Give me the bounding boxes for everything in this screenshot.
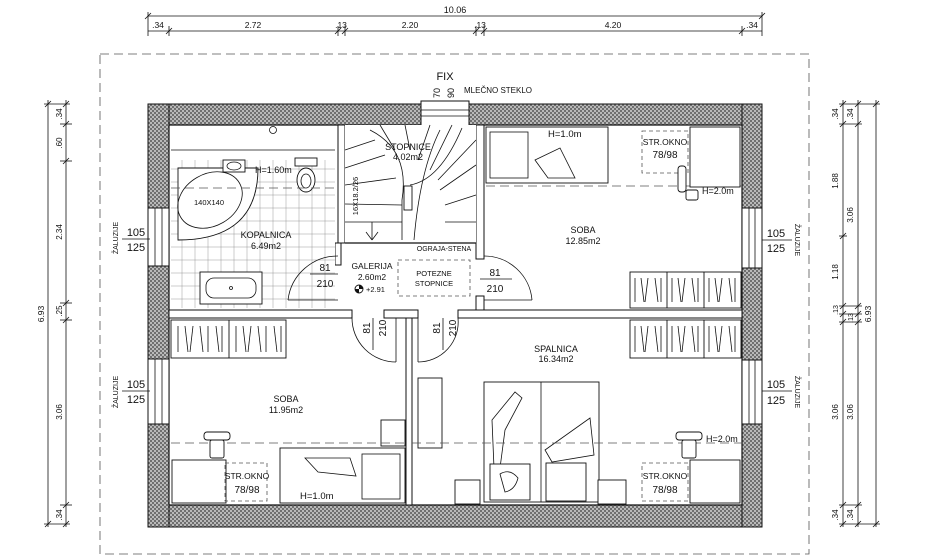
dim-left-seg: .34	[55, 108, 64, 120]
dim-right-total: 6.93	[863, 305, 873, 322]
bedroom-height: H=2.0m	[706, 434, 738, 444]
dim-right-seg: .34	[831, 509, 840, 521]
dim-right-seg: .34	[831, 108, 840, 120]
bathroom-name: KOPALNICA	[241, 230, 292, 240]
roof-window-bed: STR.OKNO	[643, 471, 688, 481]
gallery-name: GALERIJA	[351, 261, 392, 271]
dim-left-seg: 3.06	[55, 404, 64, 420]
dim-right-seg: 1.88	[831, 173, 840, 189]
bathroom-height: H=1.60m	[255, 165, 292, 175]
dim-right-mid: 3.06	[846, 207, 855, 223]
door-w: 81	[319, 263, 331, 274]
roof-window-ne-size: 78/98	[652, 150, 677, 161]
room-sw: SOBA 11.95m2 STR.OKNO 78/98 H=1.0m	[170, 319, 406, 504]
dim-right-seg: .34	[846, 108, 855, 120]
win-w: 105	[767, 228, 785, 240]
dim-left-seg: .25	[55, 305, 64, 317]
dim-right-seg: .13	[848, 313, 855, 323]
roof-outline	[99, 53, 810, 555]
dim-left-seg: .34	[55, 509, 64, 521]
gallery: GALERIJA 2.60m2 +2.91 POTEZNE STOPNICE	[351, 259, 471, 297]
dim-right-seg: .13	[833, 305, 840, 315]
side-windows: 105 125 ŽALUZIJE 105 125 ŽALUZIJE 105 12…	[111, 207, 802, 425]
tub-size: 140X140	[194, 198, 224, 207]
gallery-rail: OGRAJA-STENA	[417, 246, 472, 253]
ladder-line1: POTEZNE	[416, 269, 451, 278]
room-sw-height: H=1.0m	[300, 491, 334, 502]
fix-note: MLEČNO STEKLO	[464, 86, 532, 95]
roof-window-sw-size: 78/98	[234, 485, 259, 496]
dim-right-seg: 3.06	[831, 404, 840, 420]
win-h: 125	[767, 395, 785, 407]
door-h: 210	[487, 284, 504, 295]
doors: 81 210 81 210 81 210 81 210	[287, 255, 533, 363]
shutter-label: ŽALUZIJE	[111, 222, 120, 255]
dim-top-seg: .34	[152, 20, 164, 30]
shutter-label: ŽALUZIJE	[793, 376, 802, 409]
fix-width: 70	[432, 88, 442, 98]
dim-left-seg: 2.34	[55, 224, 64, 240]
door-w: 81	[362, 322, 373, 334]
dim-top-total: 10.06	[444, 5, 467, 15]
gallery-area: 2.60m2	[358, 272, 387, 282]
room-sw-name: SOBA	[273, 394, 298, 404]
ladder-line2: STOPNICE	[415, 279, 453, 288]
win-w: 105	[127, 379, 145, 391]
win-h: 125	[767, 243, 785, 255]
fix-window: FIX 70 90 MLEČNO STEKLO	[420, 71, 532, 127]
bedroom-area: 16.34m2	[538, 354, 573, 364]
dim-top-seg: .13	[335, 20, 347, 30]
fix-height: 90	[446, 88, 456, 98]
staircase: STOPNICE 4.02m2 16X18.2/26 OGRAJA-STENA	[344, 124, 477, 253]
stairs-area: 4.02m2	[393, 152, 423, 162]
room-ne-name: SOBA	[570, 225, 595, 235]
roof-window-sw: STR.OKNO	[225, 471, 270, 481]
stairs-name: STOPNICE	[385, 142, 431, 152]
roof-window-bed-size: 78/98	[652, 485, 677, 496]
door-h: 210	[448, 319, 459, 336]
room-ne-height: H=1.0m	[548, 129, 582, 140]
dim-top-seg: 4.20	[605, 20, 622, 30]
dim-top-seg: .13	[474, 20, 486, 30]
bedroom-name: SPALNICA	[534, 344, 578, 354]
room-ne-area: 12.85m2	[565, 236, 600, 246]
door-h: 210	[378, 319, 389, 336]
right-dimension: .34 1.88 1.18 .13 .13 3.06 .34 .34 .34 3…	[831, 100, 880, 528]
top-dimension: 10.06 .34 2.72 .13 2.20 .13 4.20 .34	[144, 5, 766, 36]
dim-left-seg: .60	[55, 137, 64, 149]
door-w: 81	[432, 322, 443, 334]
door-w: 81	[489, 268, 501, 279]
bathroom-area: 6.49m2	[251, 241, 281, 251]
door-h: 210	[317, 279, 334, 290]
room-ne: H=1.0m STR.OKNO 78/98 H=2.0m SOBA 12.85m…	[485, 126, 742, 309]
win-h: 125	[127, 394, 145, 406]
win-h: 125	[127, 242, 145, 254]
shutter-label: ŽALUZIJE	[793, 224, 802, 257]
roof-window-ne: STR.OKNO	[643, 137, 688, 147]
win-w: 105	[127, 227, 145, 239]
shutter-label: ŽALUZIJE	[111, 376, 120, 409]
win-w: 105	[767, 379, 785, 391]
dim-right-mid: 3.06	[846, 404, 855, 420]
left-dimension: 6.93 .34 .60 2.34 .25 3.06 .34	[36, 100, 72, 528]
dim-top-seg: 2.20	[402, 20, 419, 30]
room-sw-area: 11.95m2	[269, 405, 303, 415]
fix-label: FIX	[436, 71, 454, 83]
room-ne-height2: H=2.0m	[702, 186, 734, 196]
dim-right-seg: 1.18	[831, 264, 840, 280]
stairs-steps: 16X18.2/26	[351, 177, 360, 215]
gallery-level: +2.91	[366, 285, 385, 294]
dim-top-seg: .34	[746, 20, 758, 30]
dim-top-seg: 2.72	[245, 20, 262, 30]
dim-right-seg: .34	[846, 509, 855, 521]
bathroom: 140X140 H=1.60m KOPALNICA 6.49m2	[171, 126, 335, 308]
dim-left-total: 6.93	[36, 305, 46, 322]
bedroom: SPALNICA 16.34m2 H=2.0m STR.OKNO 78/98	[412, 319, 742, 505]
